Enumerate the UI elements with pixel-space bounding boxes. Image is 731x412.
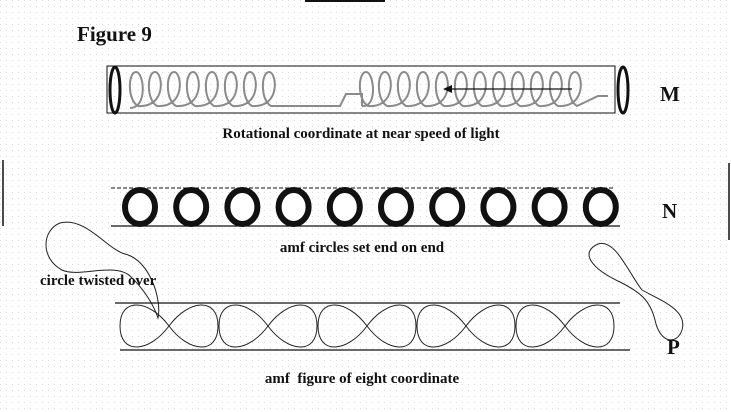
figure-eight [317, 304, 417, 348]
twisted-loop-left [45, 221, 160, 320]
figure-title: Figure 9 [77, 22, 152, 46]
amf-circle [275, 187, 312, 227]
coil-spring [128, 70, 608, 109]
row-n-label: N [662, 199, 677, 223]
row-m-caption: Rotational coordinate at near speed of l… [222, 126, 499, 142]
amf-circles [122, 187, 619, 227]
amf-circle [122, 187, 158, 227]
row-n-caption: amf circles set end on end [280, 240, 445, 256]
row-p-caption: amf figure of eight coordinate [265, 371, 460, 387]
amf-circle [378, 187, 414, 227]
amf-circle [224, 187, 261, 227]
amf-circle [326, 187, 363, 227]
twisted-loop-right [588, 242, 684, 341]
row-m-label: M [660, 82, 680, 106]
amf-circle [531, 187, 568, 227]
figure-eights [119, 304, 615, 348]
amf-circle [173, 187, 210, 227]
left-ring [108, 65, 122, 115]
amf-circle [480, 187, 517, 227]
figure-eight [119, 304, 219, 348]
figure-eight [515, 304, 615, 348]
row-p-label: P [667, 335, 680, 359]
row-m-tube [106, 65, 630, 115]
figure-eight [218, 304, 318, 348]
figure-eight [416, 304, 516, 348]
amf-circle [582, 187, 619, 227]
twisted-annotation: circle twisted over [40, 273, 157, 289]
top-bar [305, 0, 385, 2]
right-ring [616, 65, 630, 115]
amf-circle [429, 187, 466, 227]
arrow-head [443, 85, 452, 93]
